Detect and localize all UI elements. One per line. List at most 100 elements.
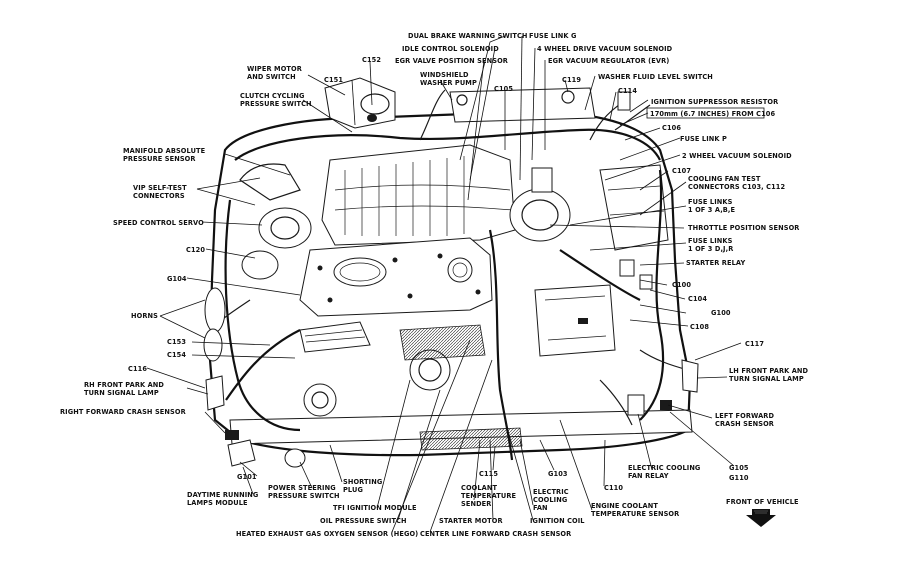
label-c110: C110 — [604, 484, 623, 492]
label-speed-control-servo: SPEED CONTROL SERVO — [113, 219, 204, 227]
label-map-sensor-1: MANIFOLD ABSOLUTE — [123, 147, 206, 155]
label-right-forward-crash-sensor: RIGHT FORWARD CRASH SENSOR — [60, 408, 186, 416]
front-arrow-icon — [746, 509, 776, 527]
component-labels: DUAL BRAKE WARNING SWITCH FUSE LINK G ID… — [60, 32, 809, 538]
label-power-steering-2: PRESSURE SWITCH — [268, 492, 340, 500]
label-c154: C154 — [167, 351, 186, 359]
label-c153: C153 — [167, 338, 186, 346]
label-c105: C105 — [494, 85, 513, 93]
label-idle-control-solenoid: IDLE CONTROL SOLENOID — [402, 45, 499, 53]
label-fuse-links-djr-1: FUSE LINKS — [688, 237, 733, 245]
label-electric-cooling-fan-1: ELECTRIC — [533, 488, 569, 496]
label-c116: C116 — [128, 365, 147, 373]
label-g101: G101 — [237, 473, 257, 481]
label-4wd-vacuum-solenoid: 4 WHEEL DRIVE VACUUM SOLENOID — [537, 45, 673, 53]
label-drl-module-2: LAMPS MODULE — [187, 499, 248, 507]
label-fuse-link-p: FUSE LINK P — [680, 135, 727, 143]
label-c117: C117 — [745, 340, 764, 348]
valve-cover — [299, 237, 493, 317]
label-egr-vacuum-regulator: EGR VACUUM REGULATOR (EVR) — [548, 57, 669, 65]
left-crash-sensor-shape — [660, 400, 672, 410]
label-g103: G103 — [548, 470, 568, 478]
label-wiper-motor-1: WIPER MOTOR — [247, 65, 302, 73]
label-g110: G110 — [729, 474, 749, 482]
label-c104: C104 — [688, 295, 707, 303]
label-dual-brake-warning-switch: DUAL BRAKE WARNING SWITCH — [408, 32, 528, 40]
suppressor-distance-box — [646, 107, 765, 119]
label-clutch-cycling-2: PRESSURE SWITCH — [240, 100, 312, 108]
label-c115: C115 — [479, 470, 498, 478]
label-g104: G104 — [167, 275, 187, 283]
label-egr-valve-position-sensor: EGR VALVE POSITION SENSOR — [395, 57, 508, 65]
label-c119: C119 — [562, 76, 581, 84]
label-fuse-links-djr-2: 1 OF 3 D,J,R — [688, 245, 733, 253]
label-cooling-fan-test-1: COOLING FAN TEST — [688, 175, 761, 183]
label-starter-relay: STARTER RELAY — [686, 259, 745, 267]
label-vip-self-test-1: VIP SELF-TEST — [133, 184, 187, 192]
label-engine-coolant-temp-2: TEMPERATURE SENSOR — [591, 510, 679, 518]
label-c107: C107 — [672, 167, 691, 175]
right-crash-sensor-shape — [225, 430, 239, 440]
label-2wd-vacuum-solenoid: 2 WHEEL VACUUM SOLENOID — [682, 152, 792, 160]
label-left-forward-crash-1: LEFT FORWARD — [715, 412, 774, 420]
label-lh-front-park-1: LH FRONT PARK AND — [729, 367, 809, 375]
horn-lower — [203, 328, 223, 362]
label-front-of-vehicle: FRONT OF VEHICLE — [726, 498, 799, 506]
label-rh-front-park-1: RH FRONT PARK AND — [84, 381, 164, 389]
label-vip-self-test-2: CONNECTORS — [133, 192, 185, 200]
label-electric-cooling-fan-relay-2: FAN RELAY — [628, 472, 669, 480]
label-washer-fluid-level-switch: WASHER FLUID LEVEL SWITCH — [598, 73, 713, 81]
speed-control-servo-part — [258, 207, 312, 249]
label-left-forward-crash-2: CRASH SENSOR — [715, 420, 774, 428]
label-shorting-plug-1: SHORTING — [343, 478, 382, 486]
label-windshield-washer-1: WINDSHIELD — [420, 71, 469, 79]
label-g100: G100 — [711, 309, 731, 317]
label-c152: C152 — [362, 56, 381, 64]
label-coolant-temp-sender-3: SENDER — [461, 500, 491, 508]
label-fuse-link-g: FUSE LINK G — [529, 32, 577, 40]
label-power-steering-1: POWER STEERING — [268, 484, 336, 492]
label-c100: C100 — [672, 281, 691, 289]
label-cooling-fan-test-2: CONNECTORS C103, C112 — [688, 183, 785, 191]
label-ignition-suppressor-resistor: IGNITION SUPPRESSOR RESISTOR — [651, 98, 778, 106]
label-hego: HEATED EXHAUST GAS OXYGEN SENSOR (HEGO) — [236, 530, 418, 538]
label-g105: G105 — [729, 464, 749, 472]
label-suppressor-distance: 170mm (6.7 INCHES) FROM C106 — [650, 110, 775, 118]
label-c114: C114 — [618, 87, 637, 95]
alternator — [303, 383, 337, 417]
label-oil-pressure-switch: OIL PRESSURE SWITCH — [320, 517, 407, 525]
wiper-motor — [324, 77, 396, 129]
label-throttle-position-sensor: THROTTLE POSITION SENSOR — [688, 224, 799, 232]
label-shorting-plug-2: PLUG — [343, 486, 363, 494]
wiring-harness — [224, 128, 665, 461]
label-rh-front-park-2: TURN SIGNAL LAMP — [84, 389, 159, 397]
engine-illustration — [203, 77, 699, 468]
drl-module-shape — [227, 439, 256, 467]
label-c120: C120 — [186, 246, 205, 254]
label-wiper-motor-2: AND SWITCH — [247, 73, 296, 81]
label-drl-module-1: DAYTIME RUNNING — [187, 491, 258, 499]
label-map-sensor-2: PRESSURE SENSOR — [123, 155, 196, 163]
label-windshield-washer-2: WASHER PUMP — [420, 79, 477, 87]
leader-lines — [146, 35, 742, 533]
label-c151: C151 — [324, 76, 343, 84]
label-center-line-crash-sensor: CENTER LINE FORWARD CRASH SENSOR — [420, 530, 571, 538]
label-ignition-coil: IGNITION COIL — [530, 517, 585, 525]
label-starter-motor: STARTER MOTOR — [439, 517, 503, 525]
intake-plenum — [321, 144, 516, 246]
throttle-body — [509, 188, 571, 242]
label-electric-cooling-fan-2: COOLING — [533, 496, 567, 504]
lh-park-lamp — [681, 359, 699, 393]
rh-park-lamp — [205, 375, 225, 411]
label-electric-cooling-fan-relay-1: ELECTRIC COOLING — [628, 464, 700, 472]
washer-reservoir — [449, 87, 596, 123]
label-clutch-cycling-1: CLUTCH CYCLING — [240, 92, 305, 100]
label-lh-front-park-2: TURN SIGNAL LAMP — [729, 375, 804, 383]
label-fuse-links-abe-2: 1 OF 3 A,B,E — [688, 206, 736, 214]
label-c108: C108 — [690, 323, 709, 331]
label-tfi-ignition-module: TFI IGNITION MODULE — [333, 504, 417, 512]
ford-logo — [333, 257, 387, 287]
label-coolant-temp-sender-2: TEMPERATURE — [461, 492, 516, 500]
label-engine-coolant-temp-1: ENGINE COOLANT — [591, 502, 658, 510]
